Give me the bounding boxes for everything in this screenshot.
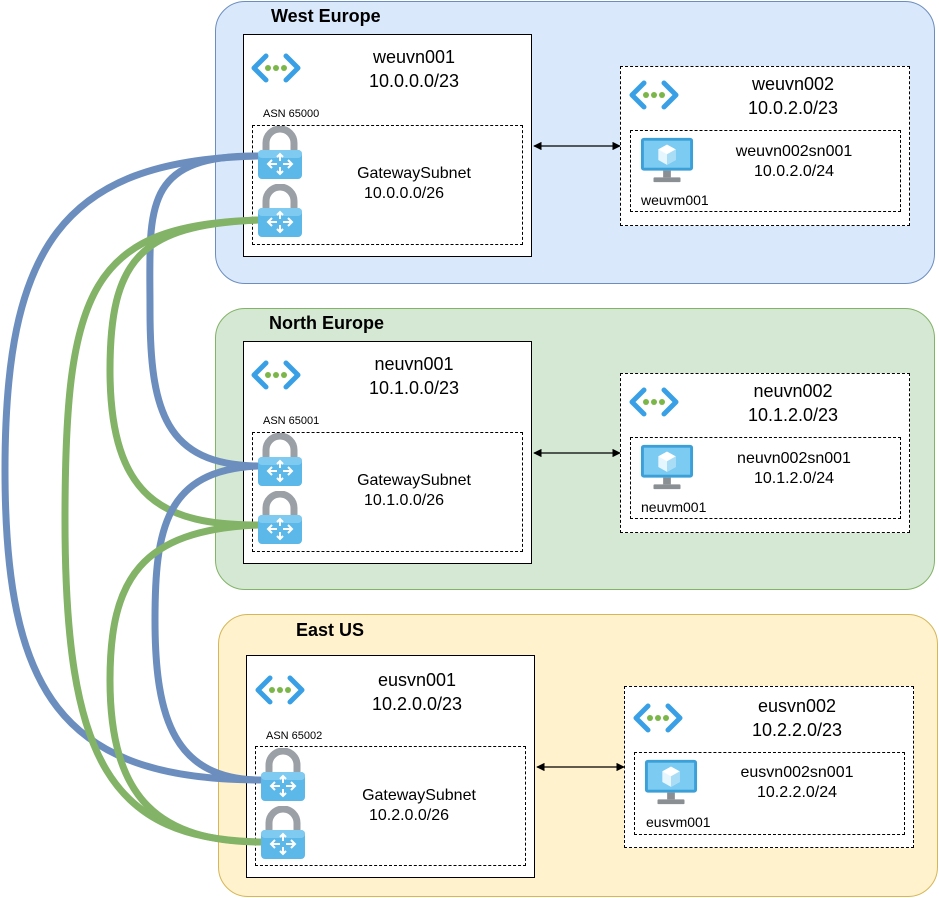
spoke-subnet-name: neuvn002sn001 — [737, 450, 851, 467]
gateway-subnet-name: GatewaySubnet — [357, 165, 471, 182]
hub-vnet-cidr: 10.0.0.0/23 — [368, 71, 460, 91]
vpn-gateway-icon[interactable] — [261, 809, 305, 859]
vpn-gateway-icon[interactable] — [258, 494, 302, 544]
vnet-icon — [254, 363, 298, 387]
connection-green-weu-neu — [106, 216, 262, 529]
vpn-gateway-icon[interactable] — [258, 436, 302, 486]
spoke-vnet-cidr: 10.1.2.0/23 — [747, 405, 839, 425]
region-title-east-us: East US — [296, 620, 365, 640]
spoke-vnet-cidr: 10.0.2.0/23 — [747, 98, 839, 118]
asn-label: ASN 65002 — [266, 730, 323, 742]
spoke-subnet[interactable] — [630, 130, 901, 212]
gateway-subnet-cidr: 10.0.0.0/26 — [363, 185, 445, 202]
vnet-icon — [632, 390, 676, 414]
vnet-icon — [254, 56, 298, 80]
spoke-subnet-name: weuvn002sn001 — [735, 143, 853, 160]
connection-blue-weu-eus — [1, 152, 264, 784]
gateway-subnet-cidr: 10.2.0.0/26 — [368, 807, 450, 824]
spoke-vnet-name: weuvn002 — [751, 74, 835, 94]
spoke-subnet[interactable] — [634, 752, 905, 835]
vm-label: eusvm001 — [646, 814, 711, 830]
vm-label: weuvm001 — [641, 192, 709, 208]
gateway-subnet[interactable] — [255, 746, 526, 866]
connection-blue-neu-eus — [151, 462, 266, 784]
spoke-subnet-cidr: 10.1.2.0/24 — [753, 470, 835, 487]
vpn-gateway-icon[interactable] — [261, 751, 305, 801]
spoke-vnet-cidr: 10.2.2.0/23 — [751, 720, 843, 740]
hub-vnet-name: neuvn001 — [374, 354, 454, 374]
hub-vnet-cidr: 10.1.0.0/23 — [368, 378, 460, 398]
gateway-subnet[interactable] — [252, 432, 523, 552]
region-title-north-europe: North Europe — [269, 313, 384, 333]
gateway-subnet-name: GatewaySubnet — [362, 787, 476, 804]
spoke-subnet-cidr: 10.2.2.0/24 — [756, 784, 838, 801]
vm-label: neuvm001 — [641, 499, 707, 515]
spoke-subnet-cidr: 10.0.2.0/24 — [753, 163, 835, 180]
hub-vnet-cidr: 10.2.0.0/23 — [371, 694, 463, 714]
asn-label: ASN 65000 — [263, 108, 320, 120]
vpn-gateway-icon[interactable] — [258, 129, 302, 179]
vm-icon[interactable] — [644, 759, 698, 805]
vm-icon[interactable] — [640, 137, 694, 183]
hub-vnet-name: weuvn001 — [372, 47, 456, 67]
vnet-icon — [258, 678, 302, 702]
hub-vnet-name: eusvn001 — [377, 670, 457, 690]
region-title-west-europe: West Europe — [271, 6, 381, 26]
vnet-icon — [636, 706, 680, 730]
vm-icon[interactable] — [640, 444, 694, 490]
spoke-subnet[interactable] — [630, 437, 901, 519]
gateway-subnet-cidr: 10.1.0.0/26 — [363, 492, 445, 509]
connection-blue-weu-neu — [146, 152, 262, 470]
spoke-subnet-name: eusvn002sn001 — [740, 764, 854, 781]
gateway-subnet[interactable] — [252, 125, 523, 245]
spoke-vnet-name: neuvn002 — [753, 381, 833, 401]
vnet-icon — [632, 83, 676, 107]
connection-green-neu-eus — [106, 521, 266, 846]
gateway-subnet-name: GatewaySubnet — [357, 472, 471, 489]
spoke-vnet-name: eusvn002 — [757, 696, 837, 716]
connection-green-weu-eus — [61, 216, 266, 846]
asn-label: ASN 65001 — [263, 415, 320, 427]
vpn-gateway-icon[interactable] — [258, 187, 302, 237]
